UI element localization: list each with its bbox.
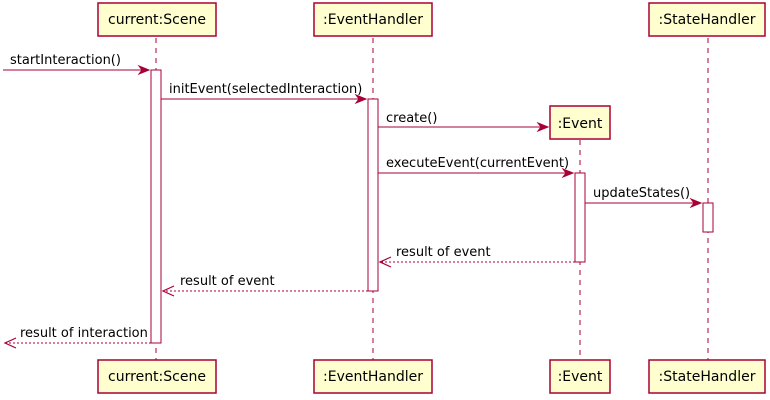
- participant-label: :StateHandler: [659, 12, 756, 28]
- message-label: executeEvent(currentEvent): [386, 156, 569, 171]
- participant-label: current:Scene: [108, 12, 206, 28]
- message-return-event: result of event: [378, 245, 575, 268]
- activation-event-handler: [367, 98, 379, 292]
- message-label: result of interaction: [20, 326, 148, 341]
- message-init-event: initEvent(selectedInteraction): [161, 82, 368, 105]
- message-label: result of event: [180, 274, 275, 289]
- participant-label: current:Scene: [108, 369, 206, 385]
- message-create: create(): [378, 111, 550, 133]
- participant-top-scene: current:Scene: [97, 2, 217, 37]
- message-start-interaction: startInteraction(): [3, 53, 151, 76]
- participant-bottom-state-handler: :StateHandler: [648, 359, 766, 394]
- message-return-interaction: result of interaction: [3, 326, 151, 349]
- message-label: initEvent(selectedInteraction): [169, 82, 362, 97]
- participant-top-event-handler: :EventHandler: [313, 2, 433, 37]
- message-label: result of event: [396, 245, 491, 260]
- activation-event: [574, 172, 586, 263]
- participant-bottom-event-handler: :EventHandler: [313, 359, 433, 394]
- participant-bottom-event: :Event: [549, 359, 611, 394]
- participant-label: :Event: [558, 369, 603, 385]
- participant-label: :StateHandler: [659, 369, 756, 385]
- participant-bottom-scene: current:Scene: [97, 359, 217, 394]
- activation-state-handler: [702, 202, 714, 233]
- activation-scene: [150, 69, 162, 344]
- message-return-handler: result of event: [161, 274, 368, 297]
- participant-label: :Event: [558, 116, 603, 132]
- participant-top-state-handler: :StateHandler: [648, 2, 766, 37]
- message-execute-event: executeEvent(currentEvent): [378, 156, 575, 179]
- message-label: updateStates(): [593, 186, 690, 201]
- message-label: startInteraction(): [10, 53, 121, 68]
- message-update-states: updateStates(): [585, 186, 703, 209]
- participant-label: :EventHandler: [323, 369, 423, 385]
- participant-created-event: :Event: [549, 105, 611, 140]
- message-label: create(): [386, 111, 437, 126]
- participant-label: :EventHandler: [323, 12, 423, 28]
